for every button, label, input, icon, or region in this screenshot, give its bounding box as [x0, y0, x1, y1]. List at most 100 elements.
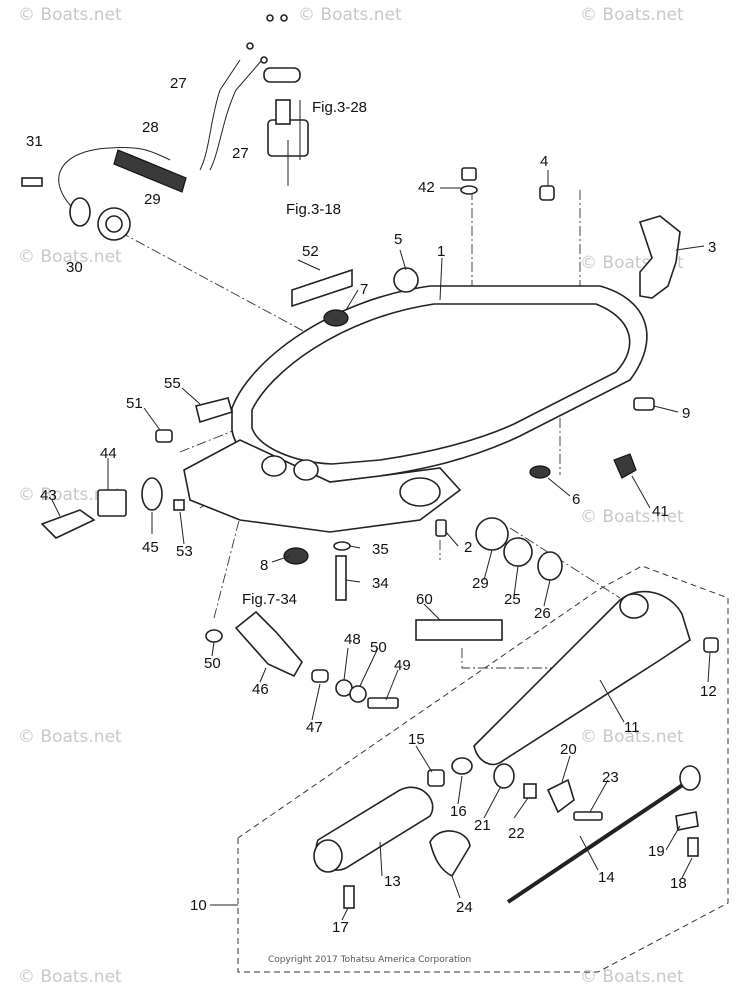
callout-34: 34 — [372, 575, 389, 592]
screw-51 — [155, 429, 173, 443]
callout-2: 2 — [464, 539, 472, 556]
collar-47 — [311, 669, 329, 683]
throttle-cable-assembly — [21, 59, 263, 241]
watermarks: © Boats.net © Boats.net © Boats.net © Bo… — [18, 5, 684, 987]
grommet-5 — [393, 267, 419, 293]
bottom-cowl — [183, 285, 648, 533]
knob-21 — [493, 763, 515, 789]
callout-42: 42 — [418, 179, 435, 196]
bolt-34 — [335, 555, 347, 601]
callout-45: 45 — [142, 539, 159, 556]
callout-35: 35 — [372, 541, 389, 558]
callout-20: 20 — [560, 741, 577, 758]
tiller-assembly-boundary — [237, 565, 729, 973]
callout-53: 53 — [176, 543, 193, 560]
screw-12 — [703, 637, 719, 653]
figure-ref-3-28: Fig.3-28 — [312, 99, 367, 116]
callout-31: 31 — [26, 133, 43, 150]
watermark: © Boats.net — [580, 507, 684, 527]
washer-26 — [537, 551, 563, 581]
callout-51: 51 — [126, 395, 143, 412]
decal-60 — [415, 619, 503, 641]
tiller-handle-11 — [473, 590, 691, 766]
callout-17: 17 — [332, 919, 349, 936]
watermark: © Boats.net — [18, 485, 122, 505]
callout-4: 4 — [540, 153, 548, 170]
callout-28: 28 — [142, 119, 159, 136]
screw-31 — [21, 177, 43, 187]
screw-18 — [687, 837, 699, 857]
clip-55 — [195, 397, 233, 424]
plate-19 — [675, 811, 699, 831]
callout-9: 9 — [682, 405, 690, 422]
figure-ref-3-18: Fig.3-18 — [286, 201, 341, 218]
bolt-49 — [367, 697, 399, 709]
bracket-20 — [546, 778, 575, 814]
callout-48: 48 — [344, 631, 361, 648]
callout-55: 55 — [164, 375, 181, 392]
figure-references: Fig.3-28 Fig.3-18 Fig.7-34 — [242, 99, 367, 608]
callout-15: 15 — [408, 731, 425, 748]
callout-8: 8 — [260, 557, 268, 574]
screw-23 — [573, 811, 603, 821]
grommet-45 — [141, 477, 163, 511]
callout-10: 10 — [190, 897, 207, 914]
watermark: © Boats.net — [18, 247, 122, 267]
watermark: © Boats.net — [580, 967, 684, 987]
callout-13: 13 — [384, 873, 401, 890]
callout-11: 11 — [624, 719, 640, 736]
grommet-8 — [283, 547, 309, 565]
leader-lines — [51, 100, 711, 921]
callout-46: 46 — [252, 681, 269, 698]
watermark: © Boats.net — [580, 5, 684, 25]
callout-16: 16 — [450, 803, 467, 820]
bushing-29 — [475, 517, 509, 551]
callout-18: 18 — [670, 875, 687, 892]
watermark: © Boats.net — [580, 727, 684, 747]
bolt-42 — [461, 167, 477, 181]
washer-50b — [349, 685, 367, 703]
rivet-2 — [435, 519, 447, 537]
bushing-15 — [427, 769, 445, 787]
tiller-handle-assembly — [313, 590, 701, 909]
callout-23: 23 — [602, 769, 619, 786]
callouts: 1 2 3 4 5 6 7 8 9 10 11 12 13 14 15 16 1… — [26, 75, 717, 936]
washer-16 — [451, 757, 473, 775]
plug-43 — [40, 509, 96, 539]
callout-12: 12 — [700, 683, 717, 700]
watermark: © Boats.net — [18, 727, 122, 747]
callout-50: 50 — [204, 655, 221, 672]
callout-3: 3 — [708, 239, 716, 256]
switch-44 — [97, 489, 127, 517]
cable-protector-28 — [113, 149, 187, 193]
bracket-3 — [638, 215, 681, 299]
callout-50: 50 — [370, 639, 387, 656]
watermark: © Boats.net — [18, 5, 122, 25]
callout-21: 21 — [474, 817, 491, 834]
carburetor-linkage — [246, 14, 309, 157]
clip-41 — [613, 453, 637, 479]
callout-52: 52 — [302, 243, 319, 260]
callout-44: 44 — [100, 445, 117, 462]
callout-60: 60 — [416, 591, 433, 608]
spring-22 — [523, 783, 537, 799]
callout-29: 29 — [472, 575, 489, 592]
callout-49: 49 — [394, 657, 411, 674]
callout-27: 27 — [232, 145, 249, 162]
callout-25: 25 — [504, 591, 521, 608]
callout-47: 47 — [306, 719, 323, 736]
clip-53 — [173, 499, 185, 511]
figure-ref-7-34: Fig.7-34 — [242, 591, 297, 608]
label-52 — [291, 268, 353, 308]
lever-46 — [234, 610, 303, 678]
bolt-9 — [633, 397, 655, 411]
callout-43: 43 — [40, 487, 57, 504]
washer-35 — [333, 541, 351, 551]
callout-24: 24 — [456, 899, 473, 916]
washer-50 — [205, 629, 223, 643]
callout-22: 22 — [508, 825, 525, 842]
grommet-6 — [529, 465, 551, 479]
plug-7 — [323, 309, 349, 327]
sleeve-24 — [429, 830, 471, 878]
